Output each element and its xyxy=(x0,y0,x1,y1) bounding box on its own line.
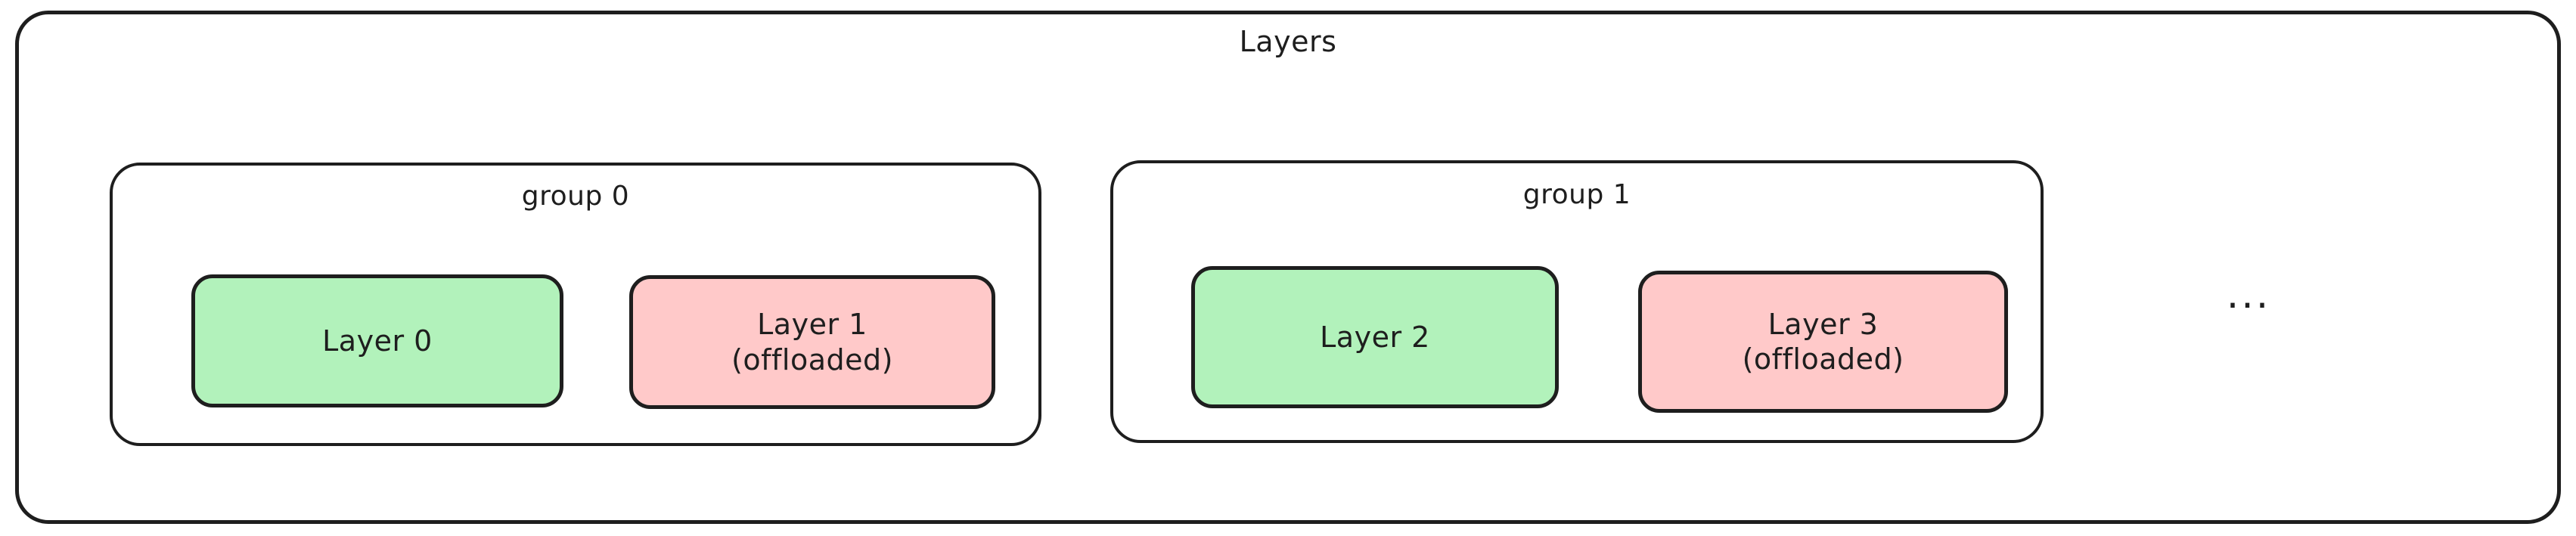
page-title: Layers xyxy=(1239,25,1337,58)
group-container-1 xyxy=(1110,160,2044,443)
layer-label-0: Layer 0 xyxy=(322,324,433,358)
layer-label-1: Layer 1 (offloaded) xyxy=(731,308,893,376)
layers-container xyxy=(15,11,2561,524)
group-label-1: group 1 xyxy=(1522,179,1631,210)
layer-box-3: Layer 3 (offloaded) xyxy=(1638,271,2008,413)
layer-box-2: Layer 2 xyxy=(1191,266,1559,408)
layer-box-0: Layer 0 xyxy=(191,274,563,407)
layer-box-1: Layer 1 (offloaded) xyxy=(629,275,995,409)
layer-label-2: Layer 2 xyxy=(1320,320,1430,354)
group-label-0: group 0 xyxy=(521,181,630,212)
ellipsis-icon: ... xyxy=(2226,272,2271,318)
layer-label-3: Layer 3 (offloaded) xyxy=(1742,307,1904,376)
group-container-0 xyxy=(110,163,1041,446)
